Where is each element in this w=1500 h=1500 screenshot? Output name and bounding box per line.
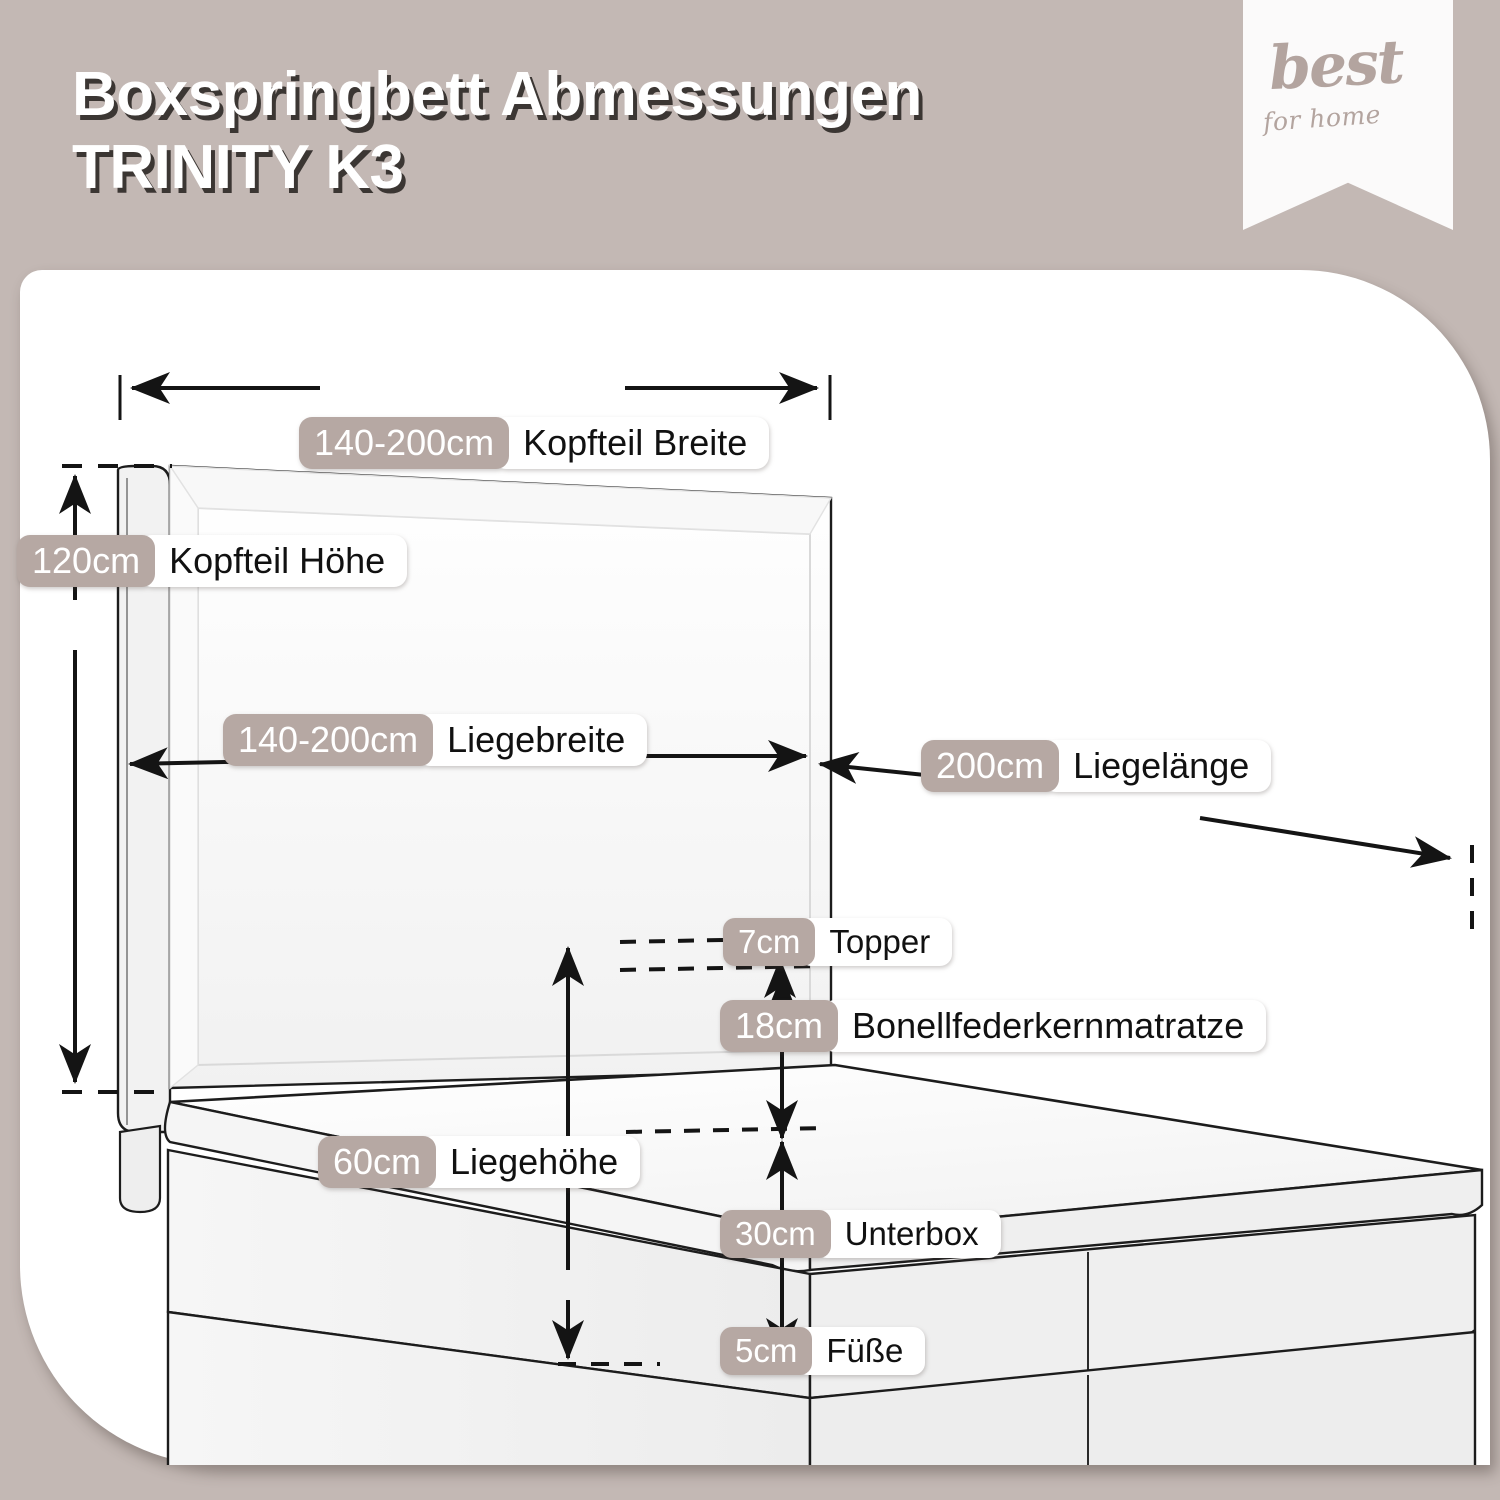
label-liegehoehe-description: Liegehöhe: [420, 1136, 641, 1188]
brand-name: best: [1267, 27, 1405, 105]
label-topper: 7cm Topper: [723, 918, 953, 966]
label-matratze-description: Bonellfederkernmatratze: [822, 1000, 1267, 1052]
label-unterbox-measure: 30cm: [720, 1210, 831, 1258]
label-unterbox: 30cm Unterbox: [720, 1210, 1001, 1258]
label-topper-description: Topper: [799, 918, 953, 966]
label-liegelaenge-description: Liegelänge: [1043, 740, 1272, 792]
label-kopfteil-hoehe-measure: 120cm: [17, 535, 156, 587]
brand-logo-ribbon: best for home: [1243, 0, 1453, 230]
label-unterbox-description: Unterbox: [814, 1210, 1001, 1258]
label-kopfteil-hoehe-description: Kopfteil Höhe: [139, 535, 408, 587]
label-kopfteil-hoehe: 120cm Kopfteil Höhe: [17, 535, 408, 587]
label-bonellfederkernmatratze: 18cm Bonellfederkernmatratze: [720, 1000, 1267, 1052]
label-kopfteil-breite-description: Kopfteil Breite: [493, 417, 770, 469]
label-kopfteil-breite-measure: 140-200cm: [299, 417, 510, 469]
header: Boxspringbett Abmessungen TRINITY K3 bes…: [0, 0, 1500, 260]
label-topper-measure: 7cm: [723, 918, 816, 966]
label-liegehoehe: 60cm Liegehöhe: [318, 1136, 641, 1188]
label-matratze-measure: 18cm: [720, 1000, 839, 1052]
label-liegelaenge: 200cm Liegelänge: [921, 740, 1272, 792]
label-kopfteil-breite: 140-200cm Kopfteil Breite: [299, 417, 770, 469]
label-liegelaenge-measure: 200cm: [921, 740, 1060, 792]
label-liegebreite-measure: 140-200cm: [223, 714, 434, 766]
label-liegebreite: 140-200cm Liegebreite: [223, 714, 648, 766]
label-liegebreite-description: Liegebreite: [417, 714, 648, 766]
label-fuesse-measure: 5cm: [720, 1327, 813, 1375]
diagram-card: 140-200cm Kopfteil Breite 120cm Kopfteil…: [17, 270, 1490, 1465]
page-title: Boxspringbett Abmessungen TRINITY K3: [72, 60, 922, 203]
label-fuesse: 5cm Füße: [720, 1327, 926, 1375]
label-liegehoehe-measure: 60cm: [318, 1136, 437, 1188]
bed-body: [116, 463, 1484, 1465]
bed-dimension-drawing: [59, 372, 1484, 1465]
label-fuesse-description: Füße: [796, 1327, 926, 1375]
